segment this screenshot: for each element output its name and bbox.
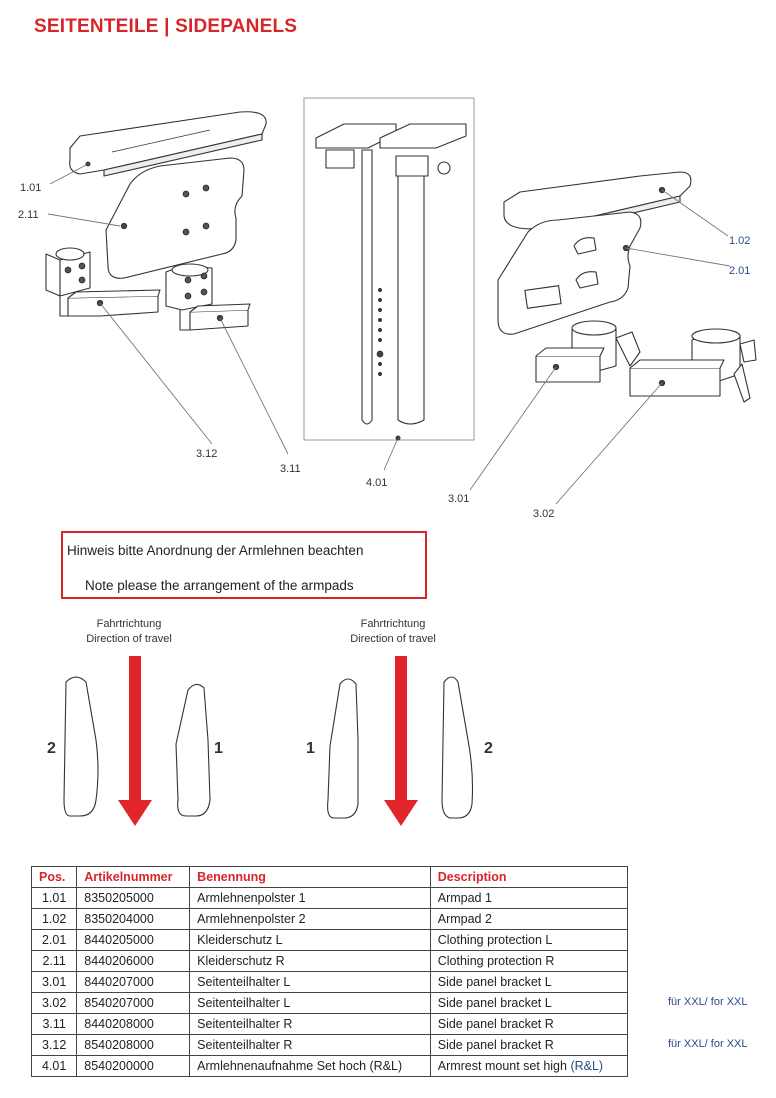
callout-2-01: 2.01: [729, 265, 751, 277]
cell-pos: 2.11: [30, 950, 78, 972]
cell-name: Seitenteilhalter L: [189, 992, 431, 1014]
notice-english: Note please the arrangement of the armpa…: [85, 578, 354, 593]
table-row: 2.01 8440205000 Kleiderschutz L Clothing…: [30, 929, 629, 951]
armpad-outline-2-right: [441, 676, 474, 819]
bracket-3-12-drawing: [45, 247, 161, 317]
cell-article-number: 8350205000: [76, 887, 191, 909]
armpad-1-drawing: [69, 111, 267, 177]
cell-description: Armpad 1: [429, 887, 629, 909]
cell-description-highlight: (R&L): [570, 1059, 604, 1073]
cell-name: Seitenteilhalter L: [189, 971, 431, 993]
pad-number-1-right: 1: [306, 740, 315, 757]
cell-article-number: 8540208000: [76, 1034, 191, 1056]
arrangement-notice: Hinweis bitte Anordnung der Armlehnen be…: [61, 531, 427, 599]
cell-description: Clothing protection L: [429, 929, 629, 951]
callout-3-02: 3.02: [533, 508, 555, 520]
cell-description: Clothing protection R: [429, 950, 629, 972]
armpad-outline-1-right: [327, 678, 359, 819]
bracket-3-02-drawing: [629, 328, 757, 403]
table-row: 3.01 8440207000 Seitenteilhalter L Side …: [30, 971, 629, 993]
callout-2-11: 2.11: [18, 209, 39, 221]
cell-name: Armlehnenpolster 1: [189, 887, 431, 909]
callout-3-12: 3.12: [196, 448, 218, 460]
cell-article-number: 8440206000: [76, 950, 191, 972]
cell-pos: 3.12: [30, 1034, 78, 1056]
table-row: 3.02 8540207000 Seitenteilhalter L Side …: [30, 992, 629, 1014]
cell-pos: 2.01: [30, 929, 78, 951]
cell-name: Seitenteilhalter R: [189, 1034, 431, 1056]
cell-pos: 1.02: [30, 908, 78, 930]
direction-label-right: Fahrtrichtung Direction of travel: [328, 617, 458, 647]
cell-description: Armpad 2: [429, 908, 629, 930]
cell-article-number: 8440207000: [76, 971, 191, 993]
bracket-3-01-drawing: [535, 320, 641, 383]
armpad-outline-1-left: [175, 683, 211, 817]
table-row: 2.11 8440206000 Kleiderschutz R Clothing…: [30, 950, 629, 972]
cell-description: Side panel bracket L: [429, 992, 629, 1014]
cell-description-main: Armrest mount set high: [437, 1059, 571, 1073]
table-row: 1.02 8350204000 Armlehnenpolster 2 Armpa…: [30, 908, 629, 930]
callout-1-01: 1.01: [20, 182, 42, 194]
cell-pos: 4.01: [30, 1055, 78, 1077]
cell-name: Seitenteilhalter R: [189, 1013, 431, 1035]
armrest-mount-set-drawing: [315, 123, 467, 425]
cell-article-number: 8440208000: [76, 1013, 191, 1035]
cell-description: Side panel bracket R: [429, 1013, 629, 1035]
table-row: 3.12 8540208000 Seitenteilhalter R Side …: [30, 1034, 629, 1056]
cell-article-number: 8350204000: [76, 908, 191, 930]
exploded-parts-drawing: [45, 97, 757, 505]
header-description: Description: [429, 866, 629, 888]
cell-pos: 3.11: [30, 1013, 78, 1035]
notice-german: Hinweis bitte Anordnung der Armlehnen be…: [67, 543, 364, 558]
direction-arrow-left: [118, 656, 152, 826]
table-row: 1.01 8350205000 Armlehnenpolster 1 Armpa…: [30, 887, 629, 909]
cell-description: Armrest mount set high (R&L): [429, 1055, 629, 1077]
parts-table: Pos. Artikelnummer Benennung Description…: [30, 866, 629, 1077]
header-name: Benennung: [189, 866, 431, 888]
cell-name: Armlehnenaufnahme Set hoch (R&L): [189, 1055, 431, 1077]
header-article-number: Artikelnummer: [76, 866, 191, 888]
pad-number-2-right: 2: [484, 740, 493, 757]
cell-name: Kleiderschutz R: [189, 950, 431, 972]
cell-description: Side panel bracket R: [429, 1034, 629, 1056]
cell-article-number: 8540200000: [76, 1055, 191, 1077]
table-row: 3.11 8440208000 Seitenteilhalter R Side …: [30, 1013, 629, 1035]
direction-de: Fahrtrichtung: [360, 618, 426, 630]
cell-article-number: 8540207000: [76, 992, 191, 1014]
clothing-protection-l-drawing: [497, 211, 642, 335]
armpad-outline-2-left: [63, 676, 99, 817]
direction-en: Direction of travel: [350, 633, 436, 645]
arrangement-diagram: [63, 656, 474, 826]
callout-3-11: 3.11: [280, 463, 301, 475]
clothing-protection-r-drawing: [105, 157, 245, 279]
callout-4-01: 4.01: [366, 477, 388, 489]
pad-number-2-left: 2: [47, 740, 56, 757]
direction-de: Fahrtrichtung: [96, 618, 162, 630]
cell-article-number: 8440205000: [76, 929, 191, 951]
note-xxl-3-02: für XXL/ for XXL: [668, 996, 748, 1008]
direction-arrow-right: [384, 656, 418, 826]
direction-en: Direction of travel: [86, 633, 172, 645]
cell-pos: 1.01: [30, 887, 78, 909]
cell-description: Side panel bracket L: [429, 971, 629, 993]
cell-name: Armlehnenpolster 2: [189, 908, 431, 930]
callout-3-01: 3.01: [448, 493, 470, 505]
cell-pos: 3.01: [30, 971, 78, 993]
callout-1-02: 1.02: [729, 235, 751, 247]
header-pos: Pos.: [30, 866, 78, 888]
page-title: SEITENTEILE | SIDEPANELS: [34, 16, 298, 37]
table-row: 4.01 8540200000 Armlehnenaufnahme Set ho…: [30, 1055, 629, 1077]
note-xxl-3-12: für XXL/ for XXL: [668, 1038, 748, 1050]
table-header-row: Pos. Artikelnummer Benennung Description: [30, 866, 629, 888]
cell-pos: 3.02: [30, 992, 78, 1014]
pad-number-1-left: 1: [214, 740, 223, 757]
cell-name: Kleiderschutz L: [189, 929, 431, 951]
bracket-3-11-drawing: [165, 263, 251, 331]
direction-label-left: Fahrtrichtung Direction of travel: [64, 617, 194, 647]
